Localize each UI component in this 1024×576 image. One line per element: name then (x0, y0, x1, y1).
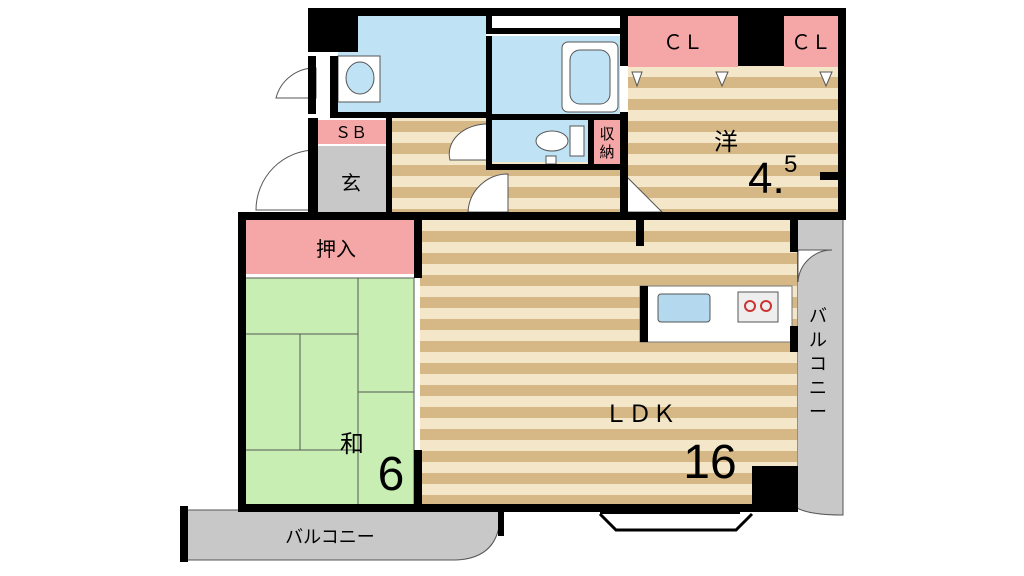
svg-text:ー: ー (809, 402, 827, 423)
stove-burner-icon (760, 300, 772, 312)
bay-window (598, 512, 754, 532)
svg-text:コ: コ (809, 354, 827, 375)
walls (180, 8, 846, 562)
japanese-room-size: 6 (378, 448, 405, 501)
stove (737, 291, 779, 323)
shoe-box-label: ＳＢ (335, 123, 367, 142)
closet-left-label: ＣＬ (663, 30, 703, 54)
storage-closet (593, 120, 623, 164)
balcony-right-label: バ ル コ ニ ー (809, 306, 827, 423)
tatami-room (243, 277, 415, 507)
svg-text:ル: ル (809, 330, 827, 351)
washbasin-icon (337, 55, 381, 103)
western-room-label: 洋 (714, 128, 738, 156)
storage-label-line1: 収 (599, 125, 614, 143)
door-swing (255, 67, 833, 283)
oshiire (244, 220, 414, 274)
storage-label-line2: 納 (599, 143, 614, 161)
floor-ldk (420, 218, 797, 508)
svg-text:ニ: ニ (809, 378, 827, 399)
western-room-size: 4. (748, 154, 785, 203)
japanese-room-label: 和 (340, 430, 364, 458)
closet-hanger-marks (631, 71, 833, 88)
ldk-size: 16 (683, 436, 736, 489)
closet-right (784, 15, 838, 67)
entrance-floor (318, 146, 386, 212)
bathtub-icon (561, 41, 619, 113)
floor-western-room (628, 66, 838, 212)
shoe-box (318, 120, 386, 144)
balcony-bottom-label: バルコニー (285, 527, 375, 548)
entrance-label: 玄 (341, 171, 361, 195)
closet-right-label: ＣＬ (791, 30, 831, 54)
stove-burner-icon (744, 300, 756, 312)
western-room-size-superscript: 5 (784, 151, 797, 178)
kitchen-sink (657, 293, 711, 323)
ldk-label: ＬＤＫ (604, 400, 676, 428)
toilet-icon (535, 125, 585, 165)
svg-text:バ: バ (809, 306, 827, 327)
closet-left (628, 15, 738, 67)
oshiire-label: 押入 (316, 237, 356, 261)
